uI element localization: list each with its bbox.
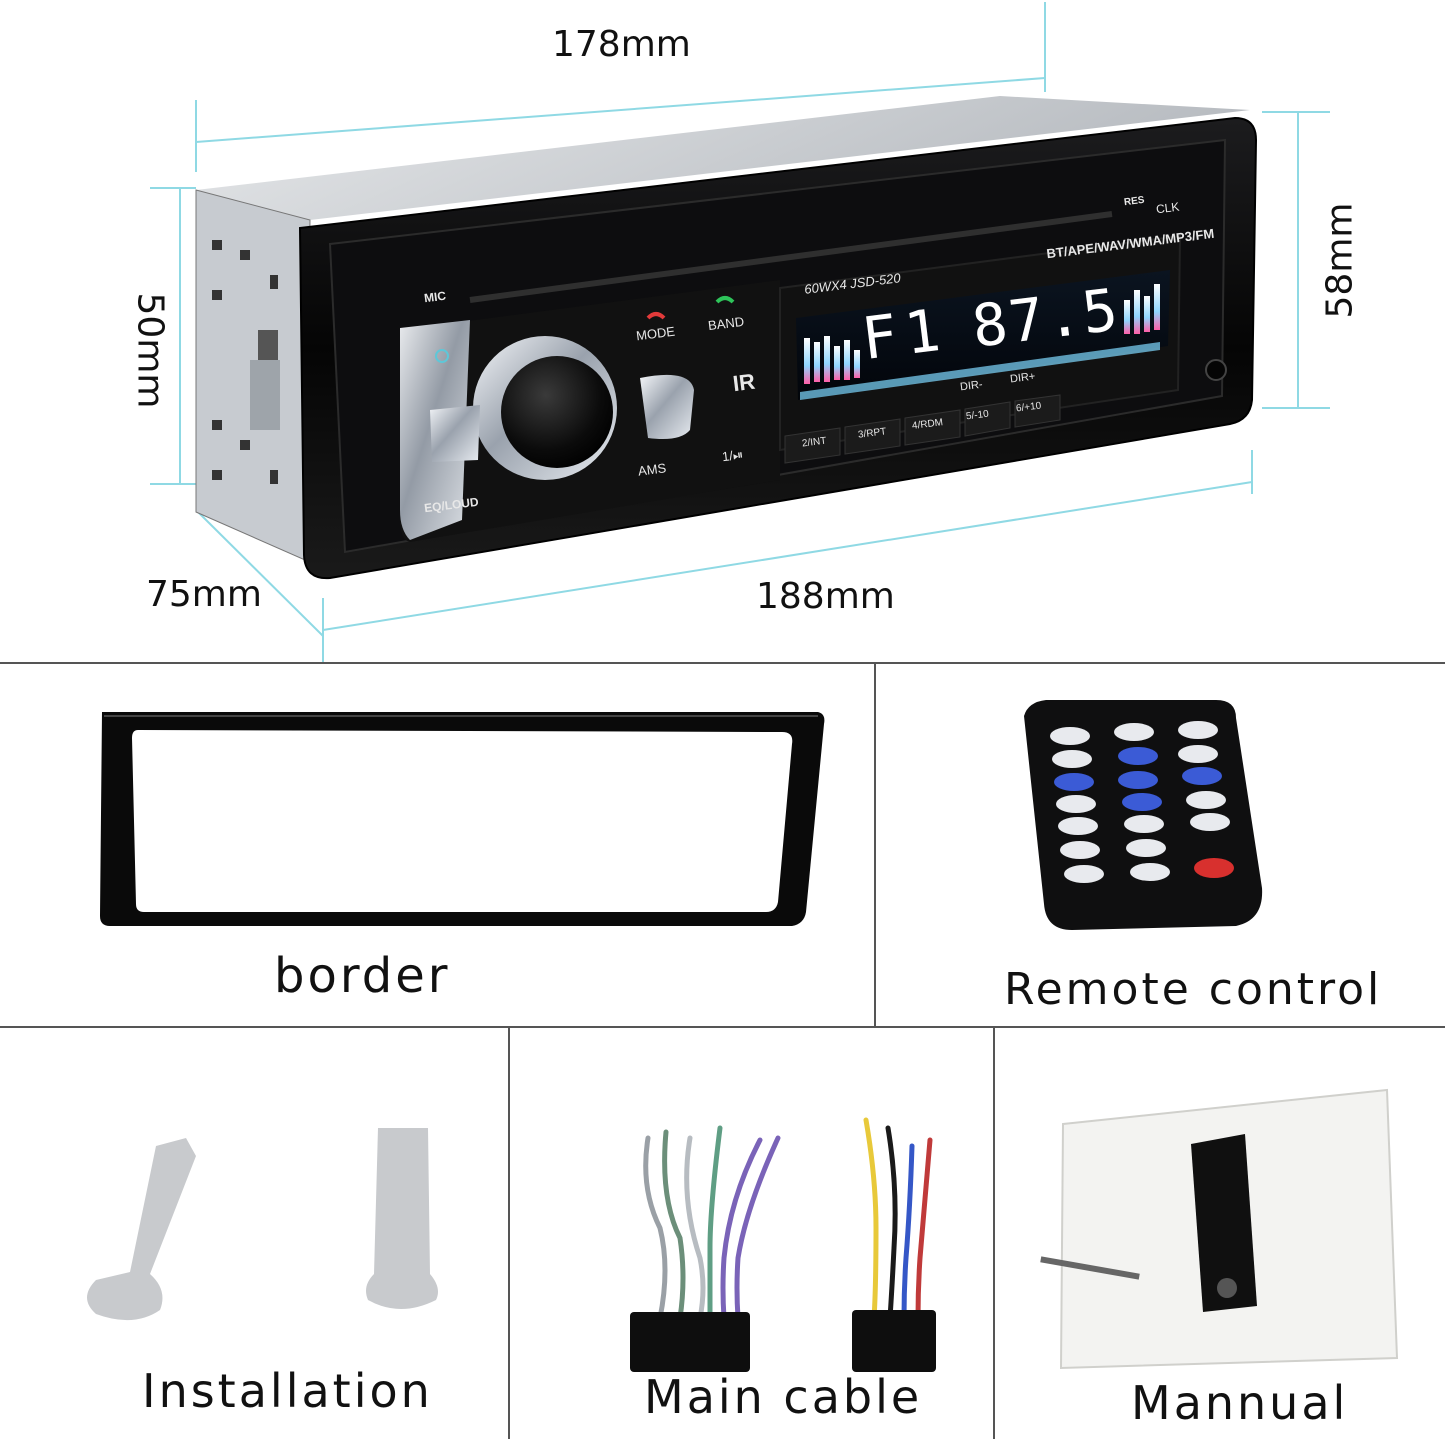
divider-mid-vertical <box>874 662 876 1028</box>
remote-cell: Remote control <box>876 664 1445 1026</box>
installation-label: Installation <box>142 1364 433 1418</box>
side-height-label: 50mm <box>129 292 171 409</box>
depth-label: 75mm <box>146 574 262 615</box>
border-cell: border <box>0 664 874 1026</box>
bottom-width-label: 188mm <box>756 576 895 617</box>
divider-bottom-left <box>508 1026 510 1439</box>
manual-cell: Mannual <box>995 1028 1445 1439</box>
cable-label: Main cable <box>644 1370 923 1424</box>
installation-cell: Installation <box>0 1028 508 1439</box>
manual-booklet-image <box>1040 1088 1399 1370</box>
clk-button[interactable]: CLK <box>1155 199 1181 217</box>
divider-middle <box>0 1026 1445 1028</box>
spectrum-bars <box>804 284 1160 384</box>
dimension-lines <box>150 2 1330 662</box>
border-frame-image <box>100 712 825 926</box>
divider-bottom-right <box>993 1026 995 1439</box>
border-label: border <box>274 948 451 1004</box>
divider-top <box>0 662 1445 664</box>
main-cable-image <box>630 1117 936 1372</box>
display-band: F1 <box>858 295 952 373</box>
front-height-label: 58mm <box>1319 202 1361 319</box>
installation-keys-image <box>87 1128 438 1321</box>
mic-label: MIC <box>423 288 447 306</box>
play-pause-button[interactable]: 1/⏯ <box>721 446 745 465</box>
car-radio-illustration <box>150 2 1330 662</box>
product-dimension-panel: 178mm 58mm 50mm 75mm 188mm MIC RES CLK B… <box>0 0 1445 662</box>
cable-cell: Main cable <box>510 1028 993 1439</box>
top-width-label: 178mm <box>552 24 691 65</box>
metal-chassis <box>195 96 1250 561</box>
ir-sensor-label: IR <box>731 368 757 397</box>
manual-label: Mannual <box>1131 1376 1349 1430</box>
remote-label: Remote control <box>1004 964 1383 1015</box>
remote-control-image <box>1024 700 1263 930</box>
faceplate <box>298 116 1258 580</box>
